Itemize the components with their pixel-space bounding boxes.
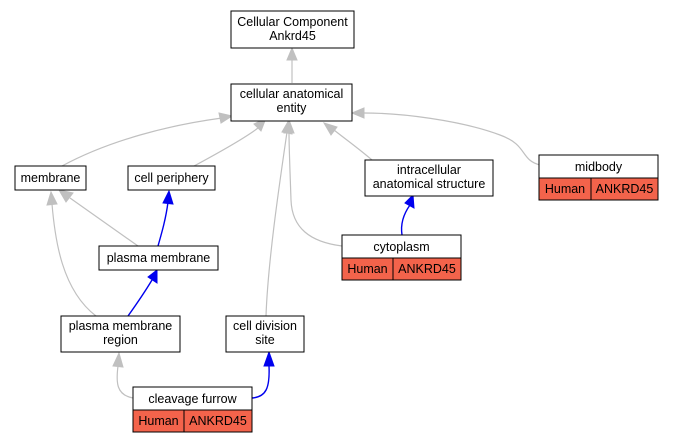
- node-cleavage-furrow[interactable]: cleavage furrow Human ANKRD45: [132, 386, 253, 433]
- edge-membrane-to-cae-arrowhead: [218, 112, 234, 124]
- edge-ias-to-cae: [333, 129, 373, 161]
- edge-pmr-to-membrane-arrowhead: [46, 190, 58, 206]
- node-label: plasma membrane: [107, 251, 211, 265]
- node-cytoplasm[interactable]: cytoplasm Human ANKRD45: [341, 234, 462, 281]
- node-label-line1: cellular anatomical: [240, 87, 344, 101]
- edge-pm-to-membrane-arrowhead: [57, 189, 74, 203]
- edge-midbody-to-cae: [363, 112, 541, 166]
- node-midbody[interactable]: midbody Human ANKRD45: [538, 154, 659, 201]
- annotation-species-label: Human: [347, 262, 387, 276]
- node-intracellular-anatomical-structure[interactable]: intracellular anatomical structure: [364, 159, 494, 197]
- edge-midbody-to-cae-arrowhead: [350, 107, 365, 119]
- node-label: cytoplasm: [373, 240, 429, 254]
- edge-furrow-to-pmr: [116, 365, 134, 399]
- node-cell-division-site[interactable]: cell division site: [225, 315, 305, 353]
- edge-furrow-to-cds-arrowhead: [263, 350, 275, 367]
- node-label-line2: site: [255, 333, 275, 347]
- node-label-line1: Cellular Component: [237, 15, 348, 29]
- edge-cytoplasm-to-ias-arrowhead: [404, 193, 415, 209]
- node-cell-periphery[interactable]: cell periphery: [127, 165, 216, 191]
- node-membrane[interactable]: membrane: [14, 165, 87, 191]
- annotation-gene-cell: [590, 177, 659, 201]
- annotation-gene-label: ANKRD45: [398, 262, 456, 276]
- node-label-line2: region: [103, 333, 138, 347]
- edge-pmr-to-pm: [127, 279, 153, 317]
- annotation-gene-label: ANKRD45: [189, 414, 247, 428]
- node-label-line2: anatomical structure: [373, 177, 486, 191]
- edge-cytoplasm-to-cae: [288, 131, 343, 247]
- node-plasma-membrane-region[interactable]: plasma membrane region: [60, 315, 181, 353]
- edge-pmr-to-pm-arrowhead: [147, 268, 158, 284]
- node-label-line1: cell division: [233, 319, 297, 333]
- node-label-line2: Ankrd45: [269, 29, 316, 43]
- node-label-line2: entity: [277, 101, 308, 115]
- node-cellular-component-ankrd45[interactable]: Cellular Component Ankrd45: [230, 10, 355, 49]
- edge-cds-to-cae: [265, 131, 288, 317]
- edge-pm-to-periphery: [157, 201, 169, 247]
- edge-ias-to-cae-arrowhead: [322, 122, 338, 136]
- edge-pm-to-periphery-arrowhead: [162, 189, 174, 205]
- annotation-species-label: Human: [545, 182, 585, 196]
- edge-cae-to-root-arrowhead: [286, 46, 298, 61]
- node-plasma-membrane[interactable]: plasma membrane: [98, 245, 219, 271]
- node-label-line1: intracellular: [397, 163, 461, 177]
- annotation-gene-label: ANKRD45: [596, 182, 654, 196]
- edge-cytoplasm-to-ias: [400, 204, 411, 236]
- edge-cds-to-cae-arrowhead: [281, 118, 293, 135]
- edge-furrow-to-pmr-arrowhead: [112, 351, 124, 368]
- edge-membrane-to-cae: [61, 117, 223, 167]
- annotation-gene-cell: [183, 409, 253, 433]
- node-label: cleavage furrow: [148, 392, 237, 406]
- edge-periphery-to-cae: [193, 127, 259, 167]
- edge-furrow-to-cds: [251, 365, 270, 399]
- edges: [46, 46, 541, 399]
- node-label: membrane: [21, 171, 81, 185]
- node-label: cell periphery: [134, 171, 209, 185]
- annotation-species-label: Human: [138, 414, 178, 428]
- edge-pmr-to-membrane: [51, 203, 97, 317]
- node-label: midbody: [575, 160, 623, 174]
- edge-pm-to-membrane: [69, 197, 139, 247]
- node-label-line1: plasma membrane: [69, 319, 173, 333]
- annotation-gene-cell: [392, 257, 462, 281]
- node-cellular-anatomical-entity[interactable]: cellular anatomical entity: [230, 83, 353, 122]
